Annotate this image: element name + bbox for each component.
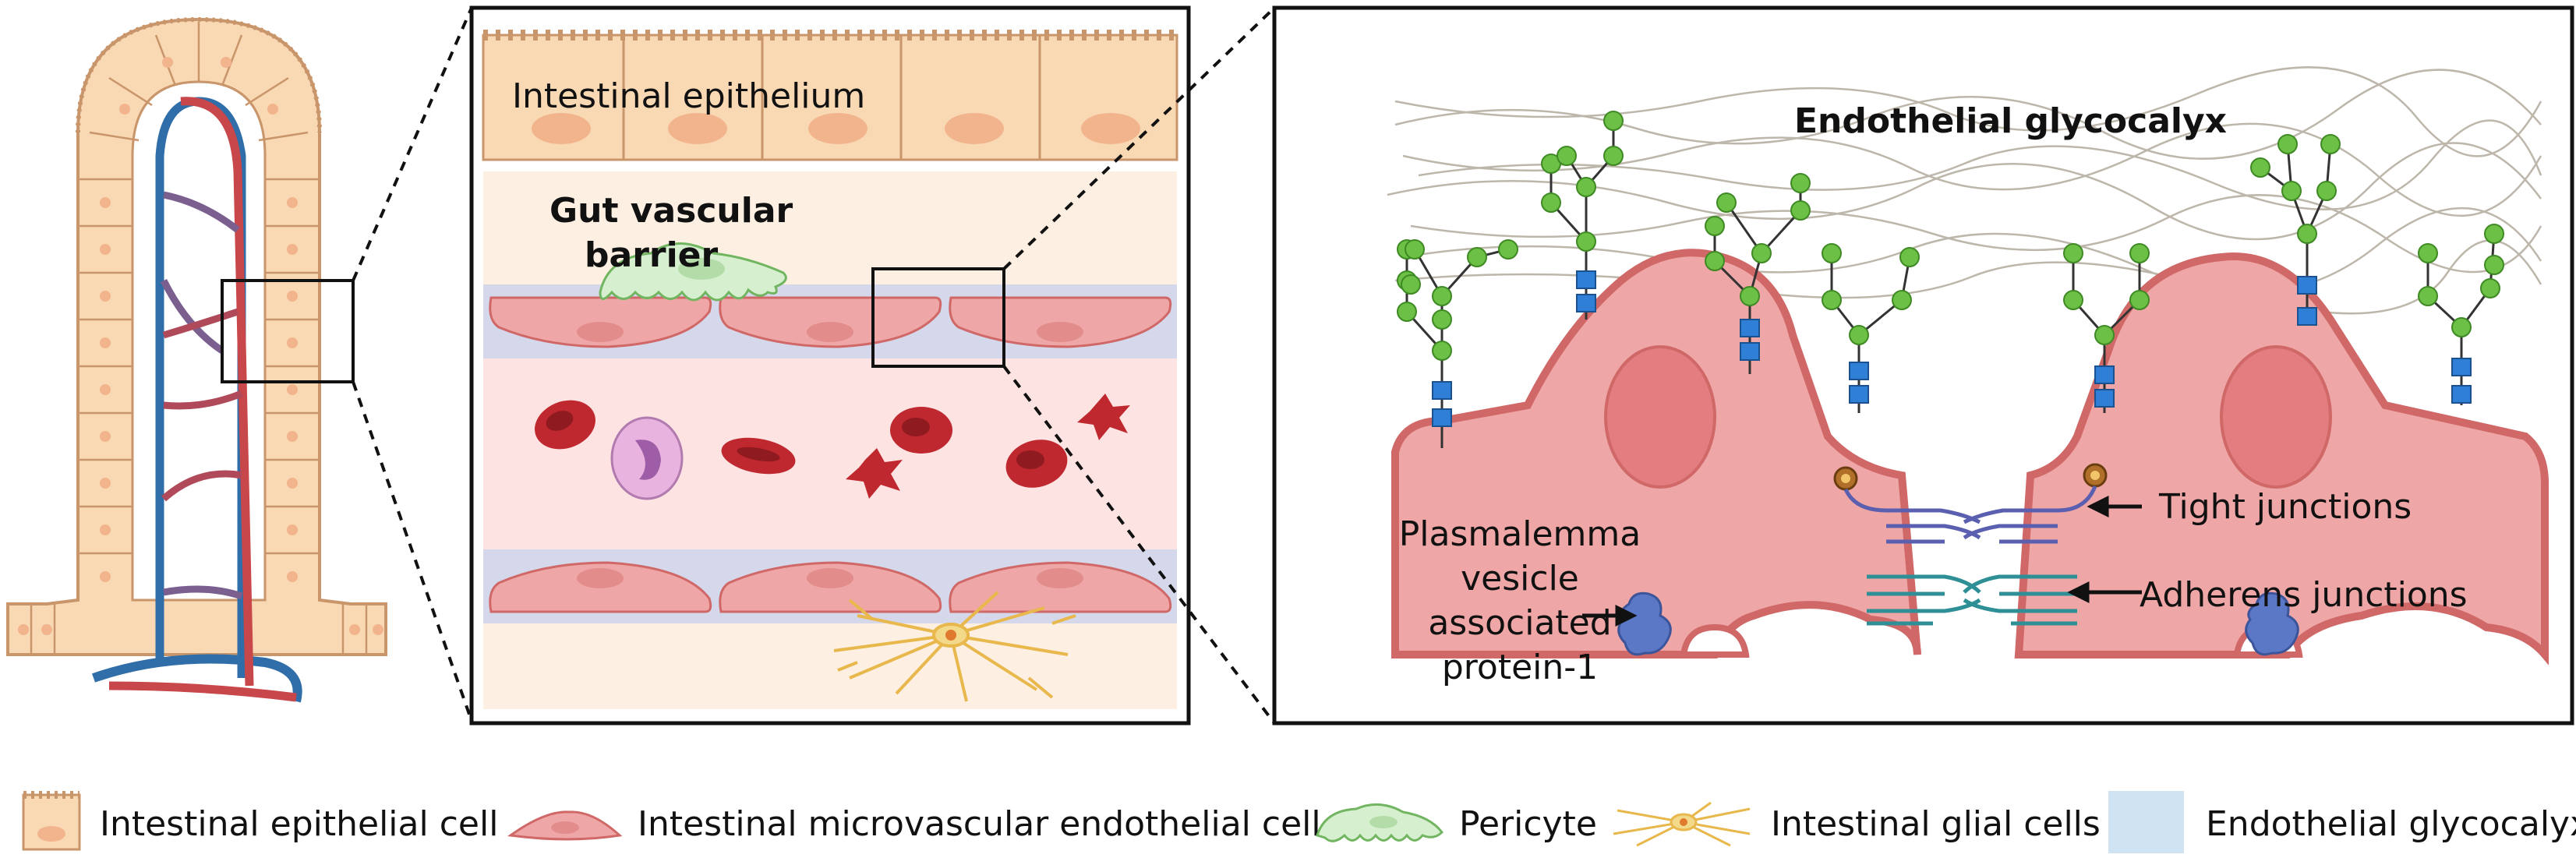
epithelial-cell-icon [22, 791, 81, 851]
tight-junctions-label: Tight junctions [2158, 487, 2412, 527]
villus-cell-borders [30, 22, 368, 655]
villus-core [131, 80, 267, 602]
villus-zoom-box [221, 279, 355, 383]
legend-item-glycocalyx: Endothelial glycocalyx [2108, 791, 2576, 853]
glycan-chains [1397, 111, 2504, 448]
villus-nuclei [18, 57, 383, 635]
panel-glycocalyx-detail: Endothelial glycocalyx [1272, 5, 2574, 726]
epithelium-label: Intestinal epithelium [512, 76, 865, 116]
legend-label-glycocalyx: Endothelial glycocalyx [2206, 804, 2576, 844]
barrier-label-line1: Gut vascular [549, 191, 793, 231]
glial-cell [833, 591, 1076, 702]
endothelial-cell-icon [507, 810, 623, 841]
legend-label-glial: Intestinal glial cells [1771, 804, 2101, 844]
junction-strands [1843, 485, 2097, 626]
barrier-zoom-box [871, 267, 1005, 368]
legend-item-epithelial: Intestinal epithelial cell [22, 791, 498, 851]
legend-item-pericyte: Pericyte [1316, 803, 1597, 844]
pericyte-icon [1316, 803, 1443, 842]
legend-item-endothelial: Intestinal microvascular endothelial cel… [507, 804, 1321, 844]
red-blood-cells [535, 400, 1068, 488]
panel-vascular-barrier: Intestinal epithelium Gut vascular barri… [469, 5, 1191, 726]
glycocalyx-swatch-icon [2108, 791, 2184, 853]
legend-label-endothelial: Intestinal microvascular endothelial cel… [638, 804, 1321, 844]
endothelial-cell-left [1391, 249, 1921, 658]
legend-item-glial: Intestinal glial cells [1613, 801, 2101, 847]
barrier-label-line2: barrier [585, 235, 719, 275]
artery-base [108, 681, 297, 702]
plvap-label-line3: associated [1428, 603, 1611, 643]
adherens-junctions-label: Adherens junctions [2140, 575, 2468, 615]
tight-junction-markers [1833, 463, 2108, 491]
label-arrows [1582, 495, 2142, 627]
vessel-lumen [483, 358, 1177, 549]
platelets [846, 394, 1130, 499]
epithelium-row: Intestinal epithelium [482, 30, 1178, 161]
plvap-label-line1: Plasmalemma [1399, 514, 1641, 554]
white-blood-cell [610, 416, 684, 500]
capillary-branches [160, 191, 243, 600]
plvap-label-line2: vesicle [1461, 559, 1579, 598]
artery-loop [180, 97, 254, 687]
legend-label-epithelial: Intestinal epithelial cell [100, 804, 498, 844]
pericyte [599, 242, 787, 302]
glial-cell-icon [1613, 801, 1751, 847]
legend-label-pericyte: Pericyte [1459, 804, 1597, 844]
plvap-label-line4: protein-1 [1442, 648, 1598, 687]
glycocalyx-label: Endothelial glycocalyx [1794, 101, 2227, 141]
plvap-proteins [1617, 591, 2299, 656]
legend: Intestinal epithelial cell Intestinal mi… [22, 791, 2576, 853]
villus-illustration [6, 16, 387, 703]
